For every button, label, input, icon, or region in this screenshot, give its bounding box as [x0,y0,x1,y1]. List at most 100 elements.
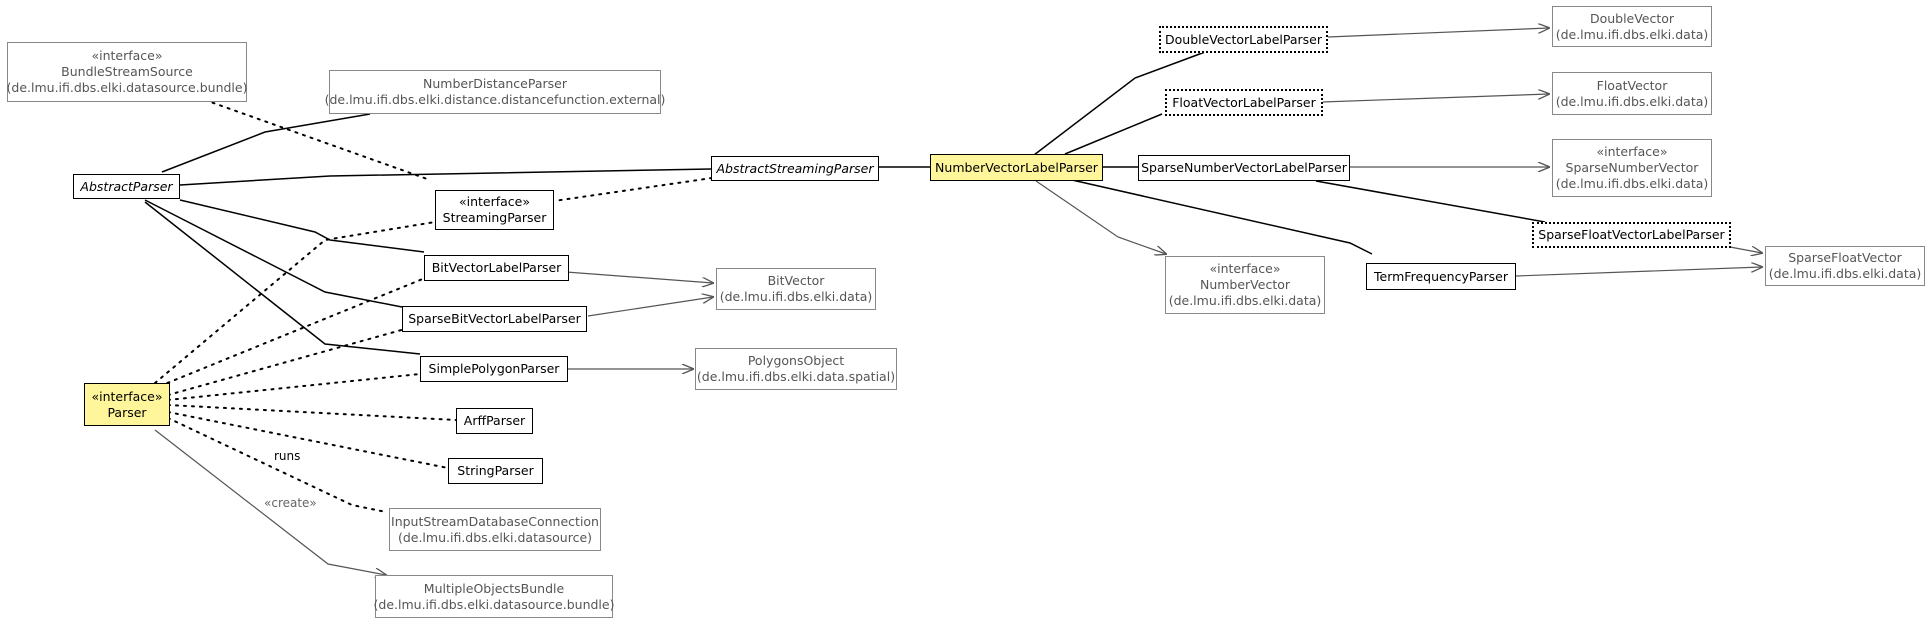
edge-label-create: «create» [264,496,317,510]
edge-double-to-doublevector [1327,28,1549,38]
package-name: (de.lmu.ifi.dbs.elki.data) [1168,293,1322,308]
stereotype-label: «interface» [1209,261,1281,276]
class-name: BitVector [767,273,825,288]
package-name: (de.lmu.ifi.dbs.elki.data) [1555,176,1709,191]
edge-bundle-streaming [204,99,431,181]
node-bit-vector-label-parser[interactable]: BitVectorLabelParser [424,255,569,281]
edge-float-to-floatvector [1321,94,1549,103]
package-name: (de.lmu.ifi.dbs.elki.datasource) [397,529,593,545]
class-name: PolygonsObject [747,353,845,368]
class-name: Parser [107,404,147,420]
node-sparse-number-vector-label-parser[interactable]: SparseNumberVectorLabelParser [1138,155,1350,181]
edge-abstractparser-bitvector [179,199,425,253]
node-bundle-stream-source[interactable]: «interface» BundleStreamSource (de.lmu.i… [7,42,247,102]
node-sparse-float-vector-label-parser[interactable]: SparseFloatVectorLabelParser [1532,222,1731,248]
edge-sparsefloat-to-vector [1729,247,1762,253]
class-name: SparseNumberVectorLabelParser [1141,160,1347,175]
class-name: AbstractParser [80,178,173,194]
package-name: (de.lmu.ifi.dbs.elki.datasource.bundle) [373,596,615,612]
edge-abstractparser-sparsebitvector [144,199,403,308]
edge-numbervector-termfrequency [1071,179,1373,255]
node-input-stream-database-connection[interactable]: InputStreamDatabaseConnection (de.lmu.if… [389,508,601,551]
edge-parser-simplepolygon [167,373,421,401]
edge-termfrequency-to-sparsefloat [1515,267,1762,277]
edge-parser-to-bundle [154,429,386,575]
node-bit-vector[interactable]: BitVector (de.lmu.ifi.dbs.elki.data) [716,268,876,310]
node-parser[interactable]: «interface» Parser [84,383,170,426]
stereotype-label: «interface» [91,388,163,404]
edge-bitvectorlabel-to-bitvector [565,271,713,283]
edge-sparsenumber-sparsefloat [1315,180,1546,223]
class-name: BundleStreamSource [61,64,193,79]
edge-abstractparser-numberdistanceparser [161,113,371,173]
node-float-vector-label-parser[interactable]: FloatVectorLabelParser [1165,89,1323,116]
node-multiple-objects-bundle[interactable]: MultipleObjectsBundle (de.lmu.ifi.dbs.el… [373,575,615,618]
package-name: (de.lmu.ifi.dbs.elki.datasource.bundle) [6,80,248,95]
stereotype-label: «interface» [91,48,163,63]
node-sparse-float-vector[interactable]: SparseFloatVector (de.lmu.ifi.dbs.elki.d… [1765,246,1925,286]
package-name: (de.lmu.ifi.dbs.elki.data.spatial) [696,369,896,384]
class-name: SparseFloatVectorLabelParser [1538,227,1725,242]
stereotype-label: «interface» [1596,144,1668,159]
node-simple-polygon-parser[interactable]: SimplePolygonParser [420,356,568,382]
class-name: StreamingParser [442,210,547,225]
edge-label-runs: runs [274,449,301,463]
node-number-distance-parser[interactable]: NumberDistanceParser (de.lmu.ifi.dbs.elk… [325,70,665,114]
realization-edges [154,99,713,513]
class-name: SparseNumberVector [1565,160,1699,175]
node-term-frequency-parser[interactable]: TermFrequencyParser [1366,263,1516,290]
class-name: NumberVectorLabelParser [935,159,1098,175]
node-streaming-parser[interactable]: «interface» StreamingParser [435,190,554,230]
class-name: DoubleVectorLabelParser [1165,31,1322,47]
package-name: (de.lmu.ifi.dbs.elki.distance.distancefu… [324,92,666,107]
class-name: AbstractStreamingParser [716,160,874,176]
class-name: SimplePolygonParser [428,361,560,376]
class-name: SparseFloatVector [1788,250,1902,265]
class-name: MultipleObjectsBundle [423,580,565,596]
edge-parser-string [167,411,449,469]
class-name: NumberDistanceParser [423,76,567,91]
node-sparse-bit-vector-label-parser[interactable]: SparseBitVectorLabelParser [402,306,587,332]
class-name: InputStreamDatabaseConnection [391,513,599,529]
node-double-vector[interactable]: DoubleVector (de.lmu.ifi.dbs.elki.data) [1552,6,1712,47]
association-edges [154,28,1762,575]
edge-parser-sparsebitvector [167,328,406,396]
node-number-vector[interactable]: «interface» NumberVector (de.lmu.ifi.dbs… [1165,256,1325,314]
inheritance-edges [144,51,1546,355]
class-name: StringParser [457,463,534,478]
node-float-vector[interactable]: FloatVector (de.lmu.ifi.dbs.elki.data) [1552,72,1712,115]
package-name: (de.lmu.ifi.dbs.elki.data) [1768,266,1922,281]
stereotype-label: «interface» [458,194,531,209]
edge-abstractparser-abstractstreamingparser [179,168,712,186]
edge-parser-arff [167,404,457,421]
node-double-vector-label-parser[interactable]: DoubleVectorLabelParser [1159,26,1328,53]
class-name: FloatVectorLabelParser [1172,94,1316,110]
class-name: FloatVector [1596,77,1668,93]
edge-parser-bitvectorlabel [159,275,431,387]
edge-abstractparser-simplepolygon [144,201,421,355]
class-name: DoubleVector [1589,10,1675,26]
edge-sparsebit-to-bitvector [587,297,713,317]
edge-numbervector-float [1064,113,1163,155]
edge-parser-inputstream [167,417,387,513]
class-name: TermFrequencyParser [1374,268,1508,284]
node-sparse-number-vector[interactable]: «interface» SparseNumberVector (de.lmu.i… [1552,139,1712,197]
node-abstract-streaming-parser[interactable]: AbstractStreamingParser [711,156,879,181]
edge-numbervector-double [1033,51,1206,156]
node-abstract-parser[interactable]: AbstractParser [73,174,180,199]
package-name: (de.lmu.ifi.dbs.elki.data) [719,289,873,304]
class-name: ArffParser [463,413,526,428]
class-name: SparseBitVectorLabelParser [408,311,581,326]
package-name: (de.lmu.ifi.dbs.elki.data) [1555,26,1709,42]
node-arff-parser[interactable]: ArffParser [456,408,533,434]
node-number-vector-label-parser[interactable]: NumberVectorLabelParser [930,154,1103,181]
node-polygons-object[interactable]: PolygonsObject (de.lmu.ifi.dbs.elki.data… [695,348,897,390]
package-name: (de.lmu.ifi.dbs.elki.data) [1555,93,1709,109]
edge-parser-streaming [154,221,436,384]
node-string-parser[interactable]: StringParser [448,458,543,484]
edge-numbervector-to-interface [1035,180,1166,254]
edge-abstractstreaming-streaming [553,177,713,202]
class-name: NumberVector [1199,277,1291,292]
